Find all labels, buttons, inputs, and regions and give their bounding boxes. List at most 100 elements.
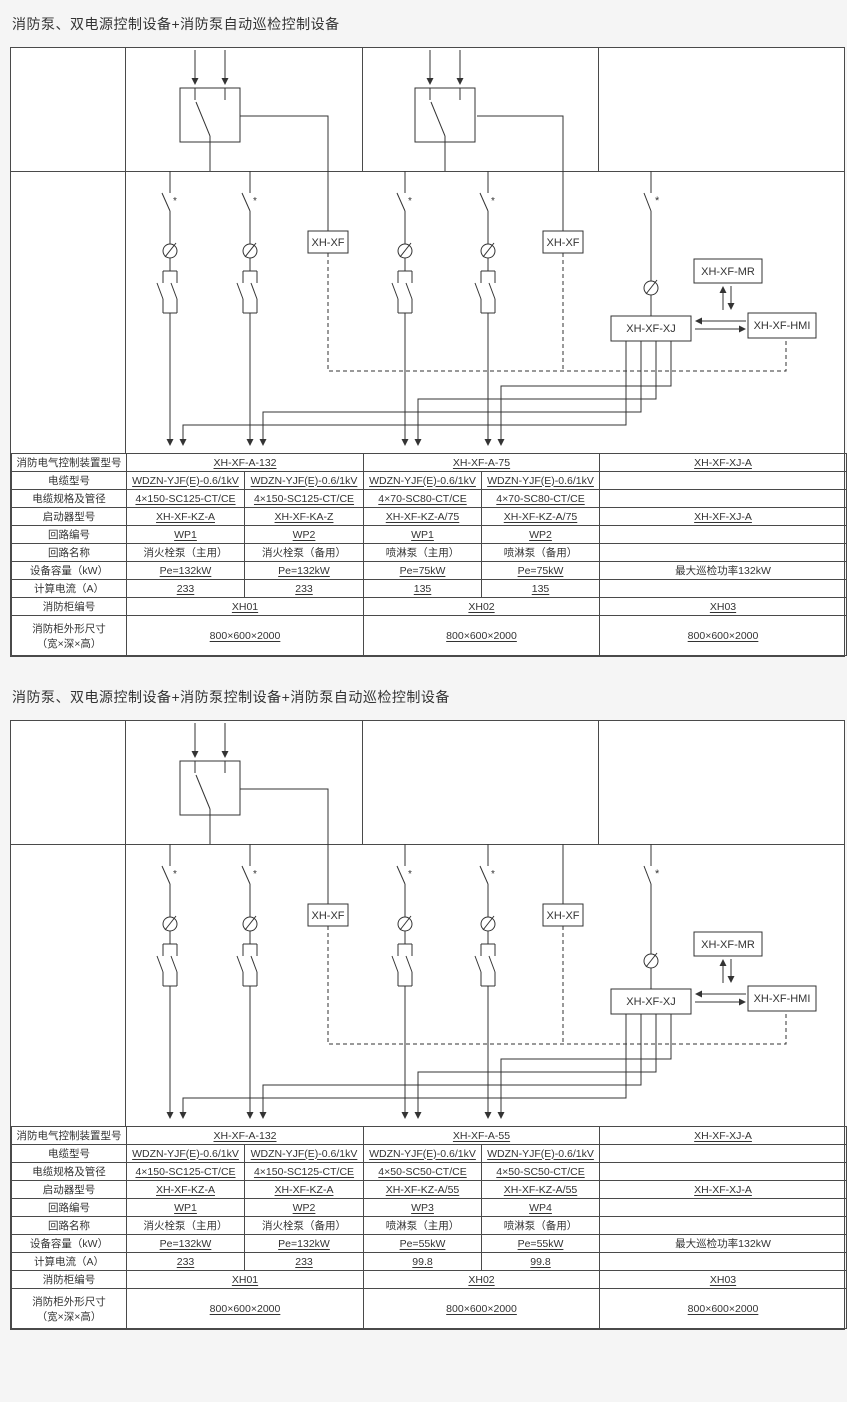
starter-cell: XH-XF-KZ-A/55 <box>481 1180 601 1199</box>
circuit-no-cell: WP2 <box>243 525 365 544</box>
row-label: 回路编号 <box>11 1198 127 1217</box>
row-label: 消防柜编号 <box>11 597 127 616</box>
empty-cell <box>599 1252 847 1271</box>
cable-spec-cell: 4×150-SC125-CT/CE <box>243 1162 365 1181</box>
controller-box-label: XH-XF-MR <box>701 266 755 278</box>
empty-cell <box>599 489 847 508</box>
device-model-cell: XH-XF-A-132 <box>125 453 365 472</box>
device-model-row: 消防电气控制装置型号 XH-XF-A-132 XH-XF-A-75 XH-XF-… <box>11 453 847 472</box>
empty-cell <box>599 525 847 544</box>
controller-box-label: XH-XF-HMI <box>754 320 811 332</box>
capacity-cell: Pe=55kW <box>363 1234 483 1253</box>
pump-branch-wp1 <box>157 844 177 1119</box>
section-title: 消防泵、双电源控制设备+消防泵自动巡检控制设备 <box>12 16 340 32</box>
cable-spec-cell: 4×150-SC125-CT/CE <box>126 489 245 508</box>
patrol-hmi-box: XH-XF-HMI <box>747 985 817 1012</box>
circuit-no-cell: WP3 <box>363 1198 483 1217</box>
patrol-xj-box: XH-XF-XJ <box>610 988 692 1015</box>
capacity-cell: Pe=75kW <box>363 561 483 580</box>
cabinet-no-cell: XH02 <box>363 597 601 616</box>
row-label: 设备容量（kW） <box>11 561 127 580</box>
xj-output-lines <box>179 1014 672 1119</box>
row-label: 回路名称 <box>11 1216 127 1235</box>
circuit-name-cell: 喷淋泵（主用） <box>363 543 483 562</box>
pump-branch-wp3 <box>392 171 412 446</box>
cable-model-cell: WDZN-YJF(E)-0.6/1kV <box>363 1144 483 1163</box>
cable-model-cell: WDZN-YJF(E)-0.6/1kV <box>481 1144 601 1163</box>
device-model-cell: XH-XF-A-55 <box>363 1126 601 1145</box>
empty-cell <box>599 1162 847 1181</box>
cabinet-size-row: 消防柜外形尺寸 （宽×深×高） 800×600×2000 800×600×200… <box>11 1288 847 1329</box>
current-cell: 233 <box>126 1252 245 1271</box>
device-model-cell: XH-XF-XJ-A <box>599 1126 847 1145</box>
circuit-name-cell: 喷淋泵（备用） <box>481 1216 601 1235</box>
row-label-line1: 消防柜外形尺寸 <box>32 1295 106 1308</box>
row-label: 消防柜编号 <box>11 1270 127 1289</box>
empty-cell <box>599 579 847 598</box>
row-label: 计算电流（A） <box>11 1252 127 1271</box>
cabinet-no-cell: XH03 <box>599 1270 847 1289</box>
circuit-diagram: * XH-XF XH-XF XH-XF-MR <box>11 721 844 1126</box>
row-label: 消防柜外形尺寸 （宽×深×高） <box>11 1288 127 1329</box>
controller-feed-line <box>240 788 329 904</box>
capacity-row: 设备容量（kW） Pe=132kW Pe=132kW Pe=55kW Pe=55… <box>11 1234 847 1253</box>
pump-controller-box-1: XH-XF <box>307 230 349 254</box>
circuit-name-cell: 消火栓泵（主用） <box>126 543 245 562</box>
cable-model-cell: WDZN-YJF(E)-0.6/1kV <box>126 471 245 490</box>
breaker-star-mark: * <box>655 195 660 207</box>
controller-box-label: XH-XF <box>547 237 580 249</box>
empty-cell <box>599 543 847 562</box>
cable-spec-row: 电缆规格及管径 4×150-SC125-CT/CE 4×150-SC125-CT… <box>11 489 847 508</box>
cable-model-cell: WDZN-YJF(E)-0.6/1kV <box>126 1144 245 1163</box>
comm-arrows-horizontal <box>695 317 746 333</box>
breaker-star-mark: * <box>655 868 660 880</box>
section-title: 消防泵、双电源控制设备+消防泵控制设备+消防泵自动巡检控制设备 <box>12 689 450 705</box>
row-label: 消防电气控制装置型号 <box>11 1126 127 1145</box>
row-label: 消防柜外形尺寸 （宽×深×高） <box>11 615 127 656</box>
starter-cell: XH-XF-KZ-A/75 <box>363 507 483 526</box>
capacity-row: 设备容量（kW） Pe=132kW Pe=132kW Pe=75kW Pe=75… <box>11 561 847 580</box>
control-bus-dashed <box>327 253 787 372</box>
controller-box-label: XH-XF <box>312 910 345 922</box>
cable-spec-cell: 4×150-SC125-CT/CE <box>243 489 365 508</box>
row-label: 消防电气控制装置型号 <box>11 453 127 472</box>
capacity-cell: Pe=132kW <box>126 1234 245 1253</box>
pump-controller-box-2: XH-XF <box>542 230 584 254</box>
pump-branch-wp4 <box>475 844 495 1119</box>
row-label: 电缆规格及管径 <box>11 1162 127 1181</box>
row-label: 电缆规格及管径 <box>11 489 127 508</box>
controller-feed-line <box>240 115 329 231</box>
control-bus-dashed <box>327 926 787 1045</box>
patrol-mr-box: XH-XF-MR <box>693 258 763 284</box>
pump-branch-wp3 <box>392 844 412 1119</box>
cable-model-cell: WDZN-YJF(E)-0.6/1kV <box>243 1144 365 1163</box>
cabinet-size-cell: 800×600×2000 <box>599 615 847 656</box>
current-cell: 135 <box>363 579 483 598</box>
starter-row: 启动器型号 XH-XF-KZ-A XH-XF-KA-Z XH-XF-KZ-A/7… <box>11 507 847 526</box>
max-patrol-power-cell: 最大巡检功率132kW <box>599 561 847 580</box>
pump-branch-wp2 <box>237 171 257 446</box>
circuit-name-row: 回路名称 消火栓泵（主用） 消火栓泵（备用） 喷淋泵（主用） 喷淋泵（备用） <box>11 543 847 562</box>
drawing-panel: * XH-XF XH-XF XH-XF-MR <box>10 720 847 1330</box>
row-label: 电缆型号 <box>11 471 127 490</box>
circuit-diagram: * XH-XF XH-XF XH-XF-MR <box>11 48 844 453</box>
current-cell: 233 <box>243 579 365 598</box>
starter-cell: XH-XF-XJ-A <box>599 1180 847 1199</box>
controller-box-label: XH-XF <box>547 910 580 922</box>
ats-switch-1 <box>180 50 240 171</box>
row-label: 启动器型号 <box>11 507 127 526</box>
row-label: 计算电流（A） <box>11 579 127 598</box>
drawing-panel: * XH-XF XH-XF XH-XF-MR <box>10 47 847 657</box>
circuit-no-cell: WP2 <box>243 1198 365 1217</box>
row-label-line1: 消防柜外形尺寸 <box>32 622 106 635</box>
pump-branch-wp4 <box>475 171 495 446</box>
controller-feed-line <box>477 115 564 231</box>
cabinet-size-cell: 800×600×2000 <box>363 615 601 656</box>
device-model-cell: XH-XF-XJ-A <box>599 453 847 472</box>
cabinet-size-cell: 800×600×2000 <box>363 1288 601 1329</box>
pump-branch-wp2 <box>237 844 257 1119</box>
cable-spec-row: 电缆规格及管径 4×150-SC125-CT/CE 4×150-SC125-CT… <box>11 1162 847 1181</box>
circuit-name-cell: 喷淋泵（备用） <box>481 543 601 562</box>
cabinet-no-cell: XH02 <box>363 1270 601 1289</box>
